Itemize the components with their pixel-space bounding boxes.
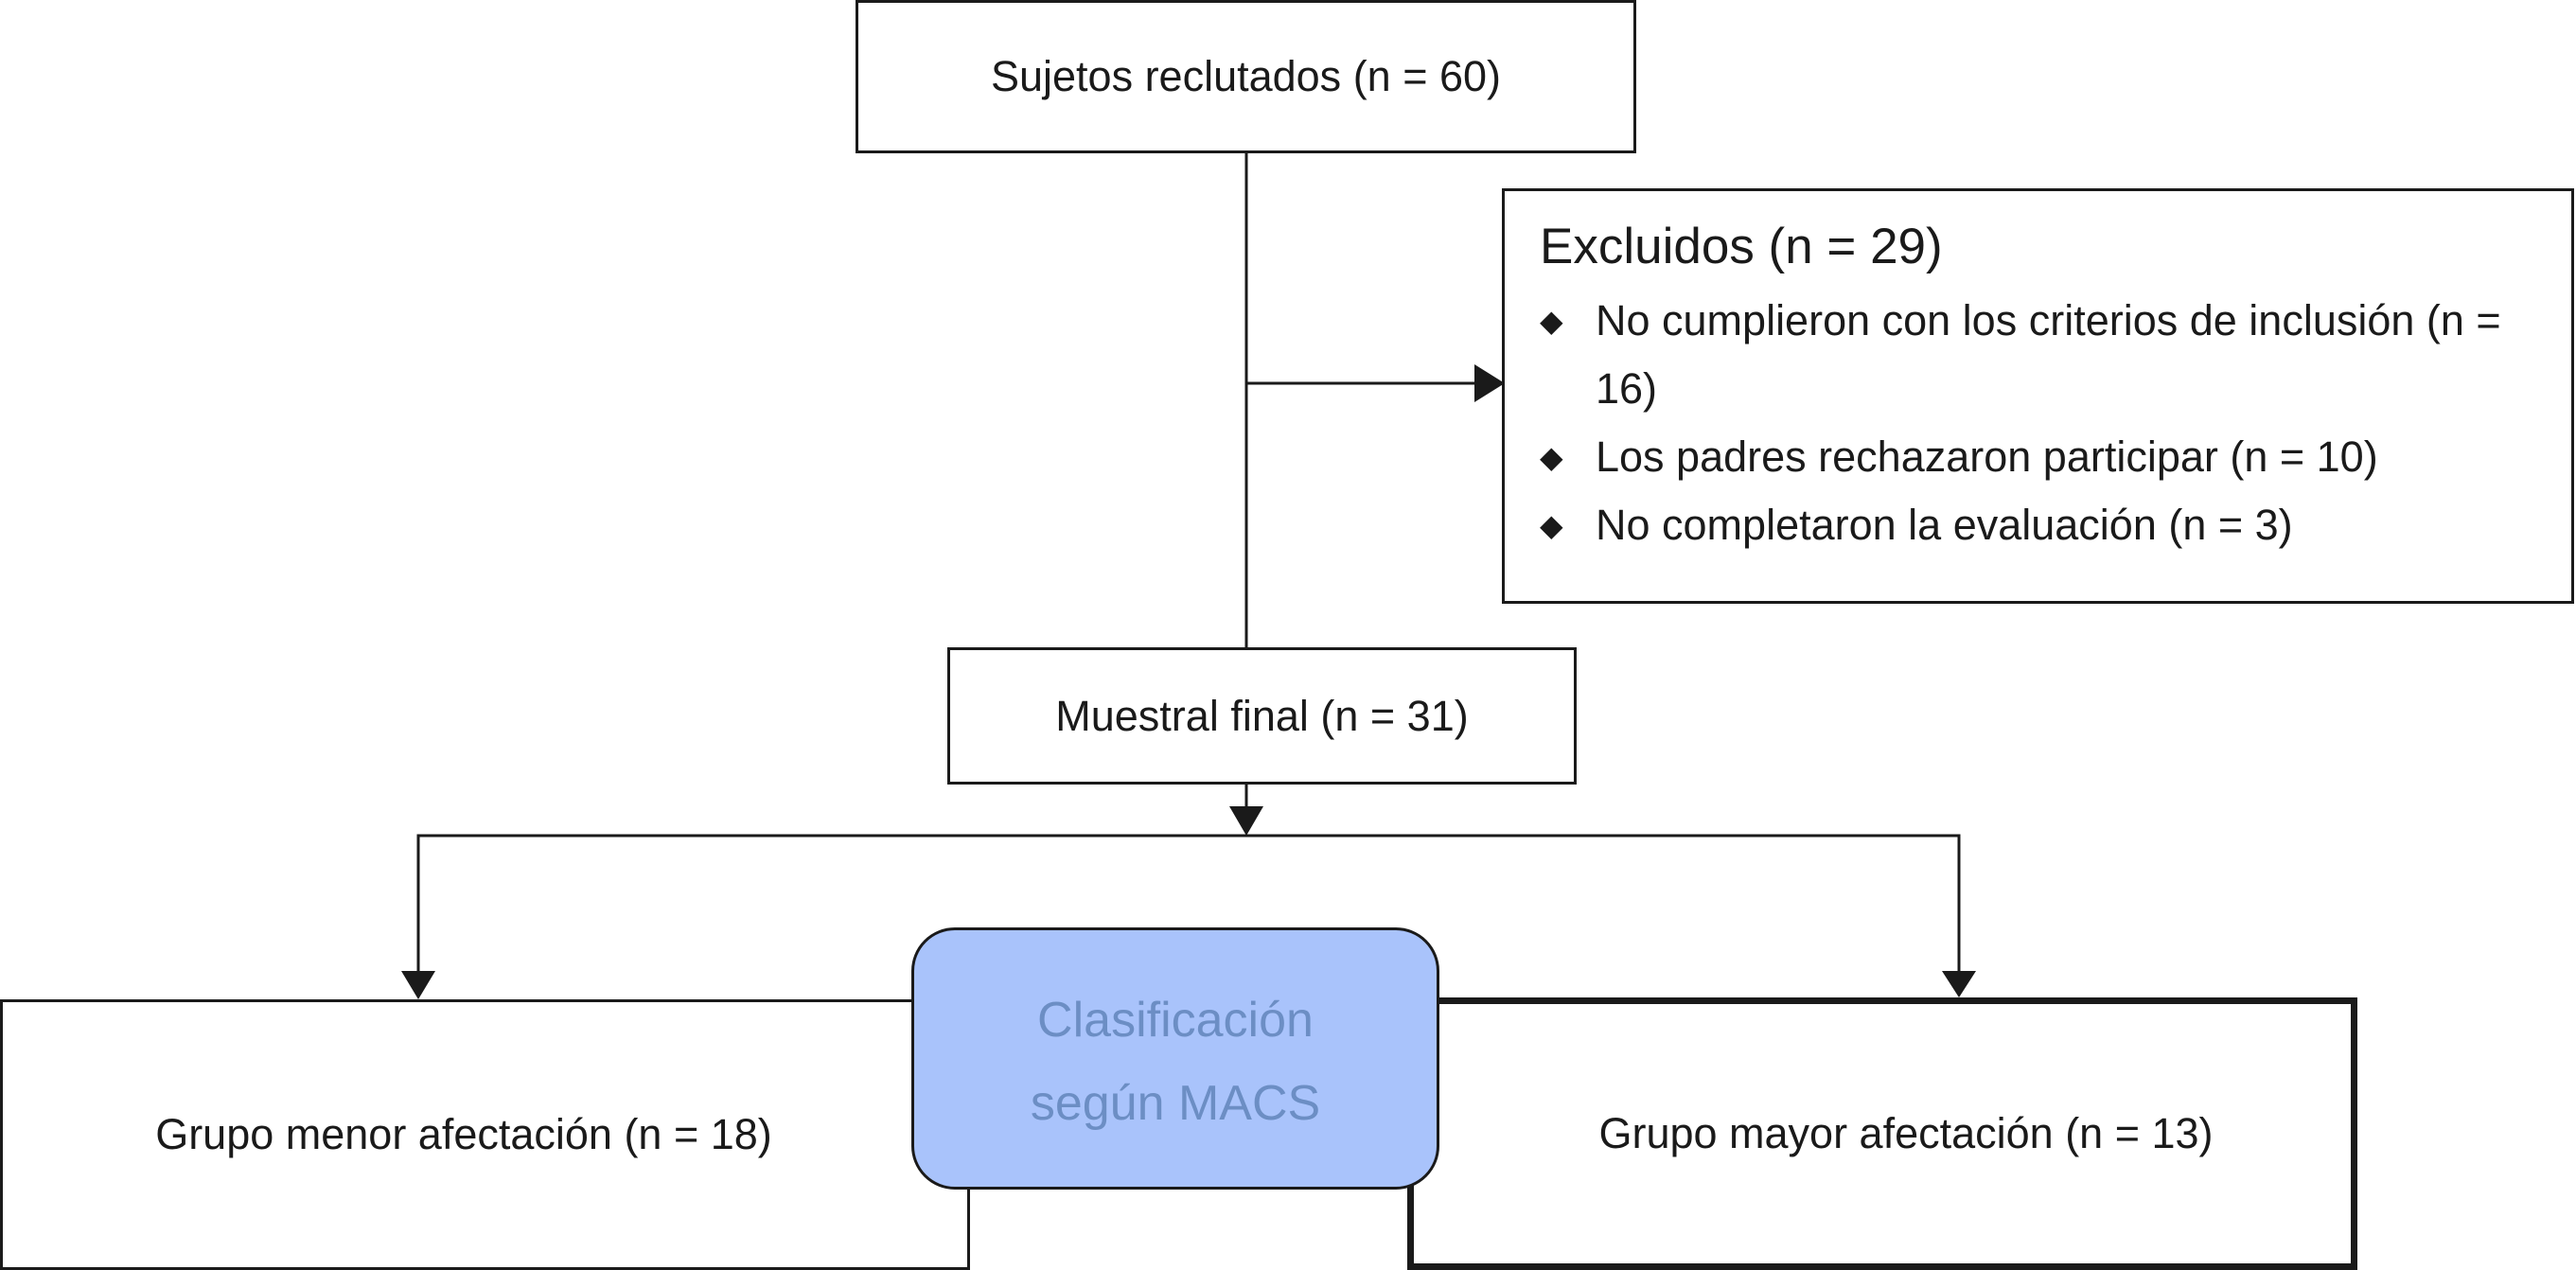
classification-line-1: Clasificación bbox=[1037, 992, 1314, 1048]
list-item: ◆ Los padres rechazaron participar (n = … bbox=[1540, 423, 2542, 491]
arrow-to-excluded bbox=[1474, 364, 1505, 402]
list-item: ◆ No cumplieron con los criterios de inc… bbox=[1540, 287, 2542, 423]
line-branch bbox=[416, 834, 1961, 975]
node-classification-macs: Clasificación según MACS bbox=[911, 927, 1439, 1190]
excluded-reason-label: No completaron la evaluación (n = 3) bbox=[1596, 501, 2293, 549]
node-group-low: Grupo menor afectación (n = 18) bbox=[0, 999, 970, 1270]
arrow-to-group-low bbox=[401, 971, 435, 999]
diamond-bullet-icon: ◆ bbox=[1540, 440, 1563, 474]
excluded-reasons-list: ◆ No cumplieron con los criterios de inc… bbox=[1540, 287, 2571, 559]
node-group-high: Grupo mayor afectación (n = 13) bbox=[1407, 997, 2357, 1270]
classification-line-2: según MACS bbox=[1030, 1075, 1321, 1131]
node-group-low-label: Grupo menor afectación (n = 18) bbox=[155, 1110, 772, 1158]
node-final-sample-label: Muestral final (n = 31) bbox=[1055, 691, 1469, 740]
node-recruited-label: Sujetos reclutados (n = 60) bbox=[990, 52, 1502, 100]
node-final-sample: Muestral final (n = 31) bbox=[947, 647, 1577, 785]
excluded-reason-label: No cumplieron con los criterios de inclu… bbox=[1596, 296, 2501, 413]
list-item: ◆ No completaron la evaluación (n = 3) bbox=[1540, 491, 2542, 559]
node-recruited: Sujetos reclutados (n = 60) bbox=[856, 0, 1636, 153]
excluded-reason-label: Los padres rechazaron participar (n = 10… bbox=[1596, 432, 2378, 481]
node-excluded: Excluidos (n = 29) ◆ No cumplieron con l… bbox=[1502, 188, 2574, 604]
arrow-to-group-high bbox=[1942, 971, 1976, 997]
node-excluded-title: Excluidos (n = 29) bbox=[1540, 219, 1943, 274]
arrow-to-final-branch bbox=[1229, 806, 1263, 836]
diamond-bullet-icon: ◆ bbox=[1540, 508, 1563, 542]
node-group-high-label: Grupo mayor afectación (n = 13) bbox=[1598, 1109, 2214, 1157]
diamond-bullet-icon: ◆ bbox=[1540, 304, 1563, 338]
